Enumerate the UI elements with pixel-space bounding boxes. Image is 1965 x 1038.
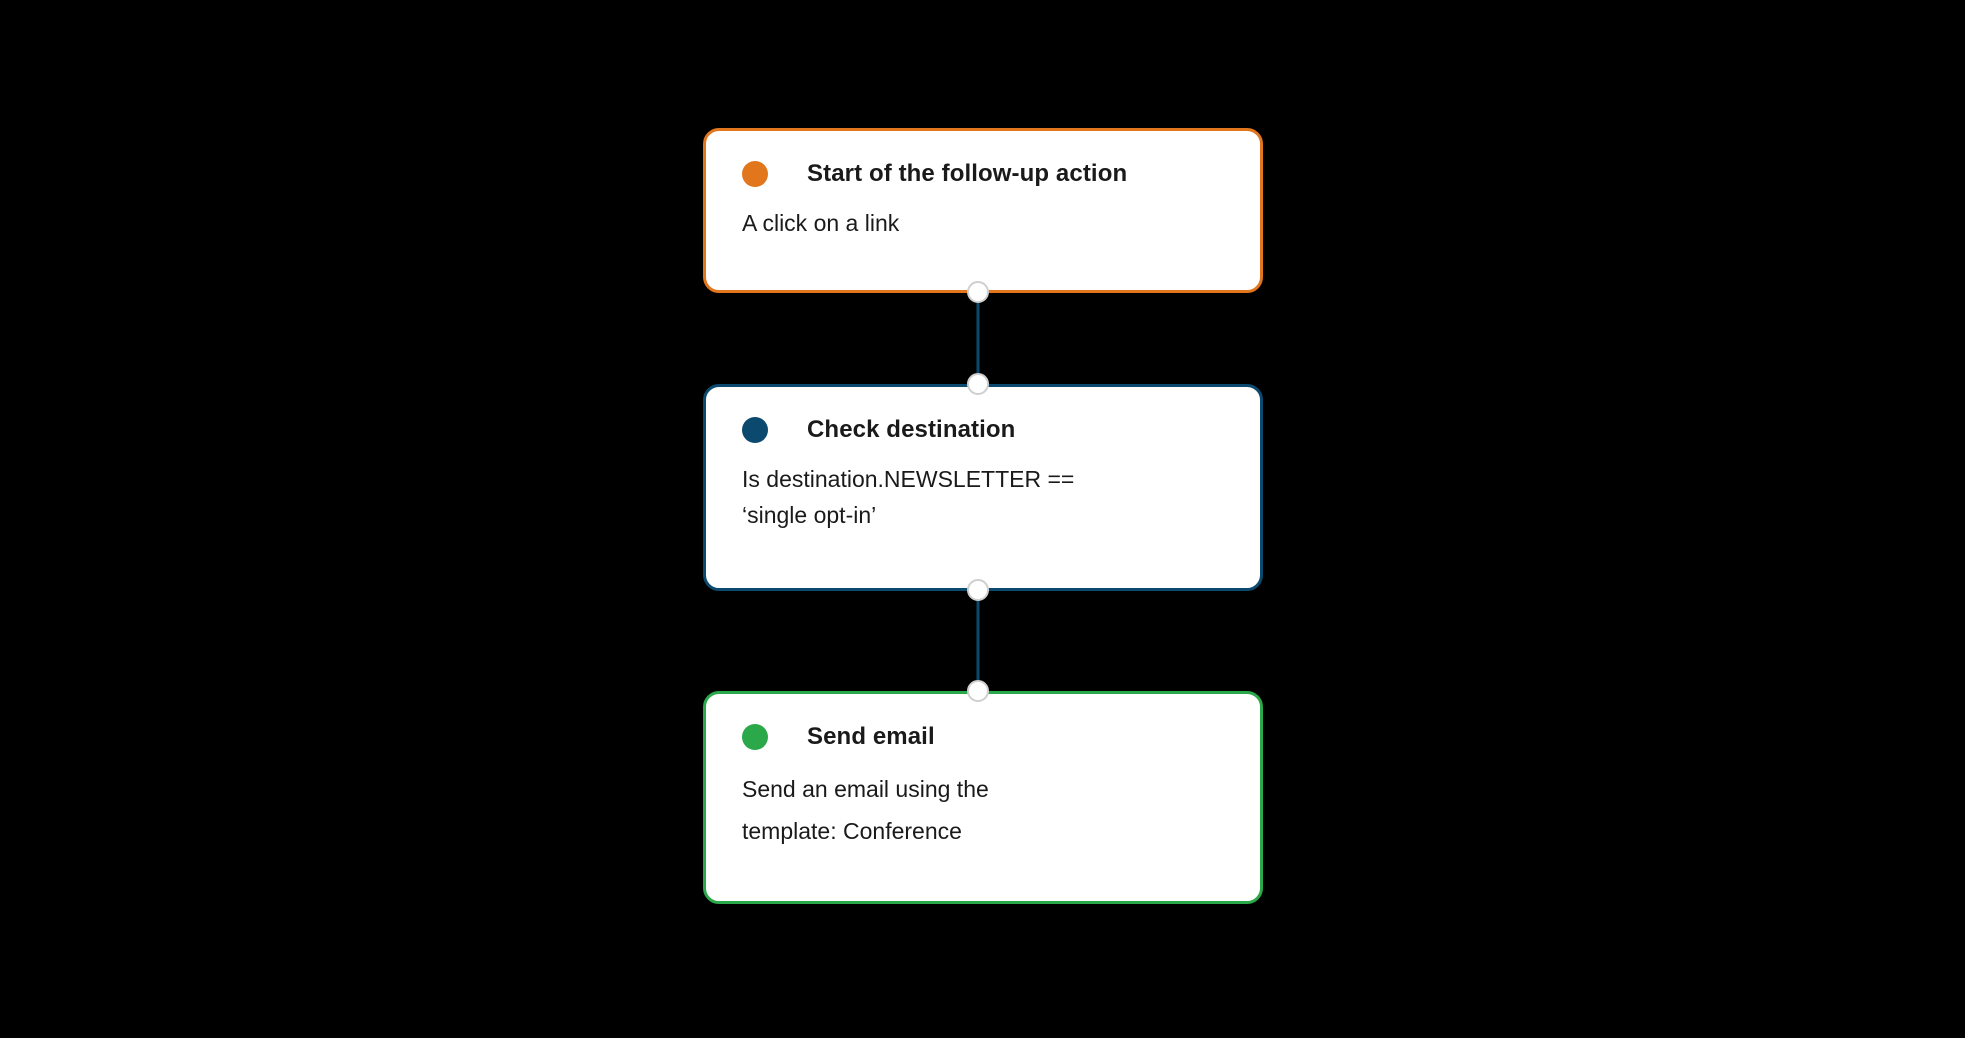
node-action-title: Send email xyxy=(807,723,935,750)
node-trigger-title: Start of the follow-up action xyxy=(807,160,1128,187)
node-action-header: Send email xyxy=(742,723,1224,751)
status-dot-green-icon xyxy=(742,724,768,751)
node-condition-title: Check destination xyxy=(807,416,1016,443)
node-action-description-line-1: Send an email using the xyxy=(742,776,989,803)
status-dot-blue-icon xyxy=(742,417,768,444)
node-condition-header: Check destination xyxy=(742,416,1224,444)
node-action-description: Send an email using the template: Confer… xyxy=(742,768,1224,852)
node-trigger-body: Start of the follow-up action A click on… xyxy=(706,131,1260,263)
node-condition-description: Is destination.NEWSLETTER == ‘single opt… xyxy=(742,466,1075,529)
node-trigger[interactable]: Start of the follow-up action A click on… xyxy=(703,128,1263,293)
handle-condition-target[interactable] xyxy=(967,373,989,395)
handle-action-target[interactable] xyxy=(967,680,989,702)
node-action-description-line-2: template: Conference xyxy=(742,818,962,845)
node-trigger-description: A click on a link xyxy=(742,210,900,237)
node-trigger-header: Start of the follow-up action xyxy=(742,160,1224,188)
handle-condition-source[interactable] xyxy=(967,579,989,601)
node-action[interactable]: Send email Send an email using the templ… xyxy=(703,691,1263,904)
node-action-body: Send email Send an email using the templ… xyxy=(706,694,1260,874)
node-condition[interactable]: Check destination Is destination.NEWSLET… xyxy=(703,384,1263,591)
node-condition-body: Check destination Is destination.NEWSLET… xyxy=(706,387,1260,555)
handle-trigger-source[interactable] xyxy=(967,281,989,303)
status-dot-orange-icon xyxy=(742,161,768,188)
